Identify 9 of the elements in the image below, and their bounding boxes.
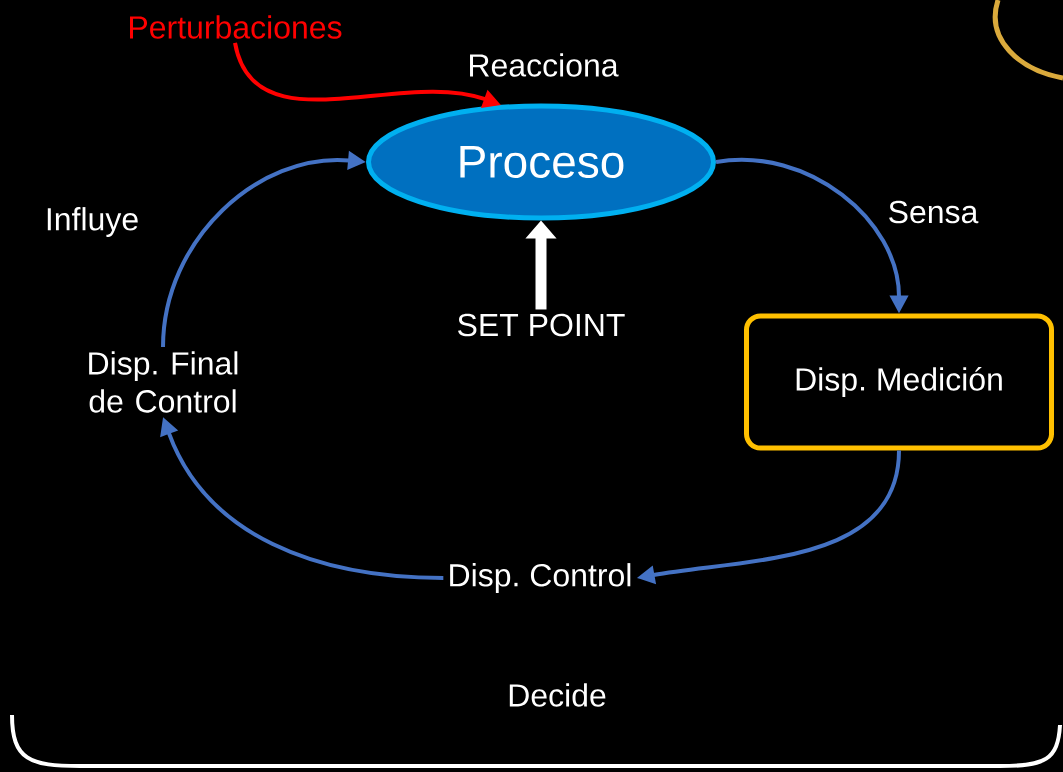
device-label: Disp. Final de Control [89, 351, 238, 413]
step-label: Sensa [889, 200, 979, 224]
step-label: Decide [509, 683, 606, 707]
device-label: Disp. Control [450, 563, 631, 593]
step-label: Reacciona [470, 53, 619, 77]
setpoint-label: SET POINT [458, 313, 625, 337]
device-box: Disp. Medición [744, 313, 1054, 451]
step-label: Influye [47, 207, 138, 237]
label-text: Perturbaciones [130, 15, 342, 39]
